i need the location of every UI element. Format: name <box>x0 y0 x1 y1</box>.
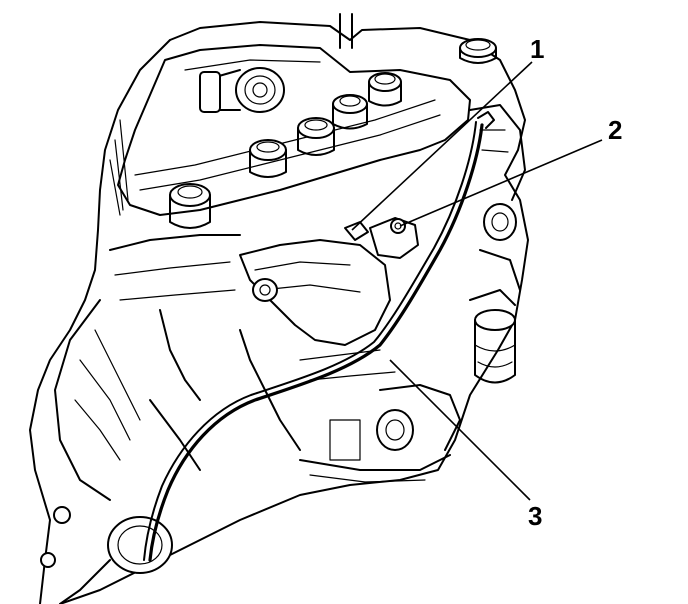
exhaust-manifold <box>239 239 391 346</box>
front-cover <box>469 104 526 291</box>
oil-level-indicator-tube <box>143 111 495 562</box>
engine-block <box>109 234 461 461</box>
tube-bracket <box>369 217 419 259</box>
callout-leader-3 <box>389 359 531 501</box>
oil-pan <box>299 454 451 483</box>
callout-label-2: 2 <box>608 115 623 145</box>
bracket-bolt <box>344 221 369 241</box>
callout-leaders <box>351 61 603 501</box>
oil-filter <box>469 289 516 384</box>
transmission-housing <box>40 299 201 604</box>
callout-leader-2 <box>399 139 603 227</box>
valve-cover <box>109 44 471 216</box>
engine-outline <box>29 21 529 604</box>
ignition-coils <box>169 67 402 229</box>
vent-pipe <box>339 13 353 49</box>
callout-leader-1 <box>351 61 533 231</box>
oil-filler-cap <box>459 38 497 64</box>
callout-label-3: 3 <box>528 501 543 531</box>
callout-label-1: 1 <box>530 34 545 64</box>
